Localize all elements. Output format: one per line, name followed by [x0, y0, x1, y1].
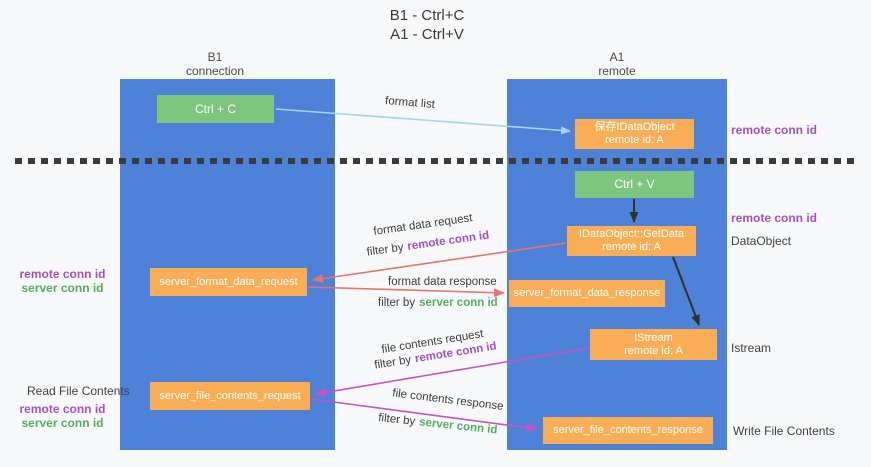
box-save-dataobject-line2: remote id: A	[605, 134, 664, 146]
box-ctrl-v: Ctrl + V	[575, 171, 694, 198]
side-label-server-conn-id-left-1: server conn id	[21, 281, 104, 295]
arrow-file-contents-request	[315, 347, 590, 397]
title-line-2: A1 - Ctrl+V	[390, 26, 464, 43]
server-conn-id-text: server conn id	[419, 297, 498, 309]
box-server-format-data-request-label: server_format_data_request	[159, 275, 298, 288]
side-label-dataobject: DataObject	[731, 234, 792, 248]
side-label-write-file-contents: Write File Contents	[733, 424, 835, 438]
box-server-format-data-response: server_format_data_response	[509, 280, 665, 307]
box-idataobject-getdata-line2: remote id: A	[602, 241, 661, 253]
box-ctrl-c-label: Ctrl + C	[194, 101, 236, 116]
box-save-dataobject-line1: 保存IDataObject	[594, 121, 675, 133]
side-label-server-conn-id-left-2: server conn id	[21, 416, 104, 430]
box-server-file-contents-request-label: server_file_contents_request	[159, 389, 301, 402]
box-idataobject-getdata: IDataObject::GetData remote id: A	[567, 226, 696, 256]
label-format-data-response: format data response	[388, 276, 497, 288]
side-label-istream: Istream	[731, 341, 772, 355]
box-ctrl-c: Ctrl + C	[157, 95, 274, 123]
box-server-file-contents-response: server_file_contents_response	[543, 417, 713, 444]
right-column-header: A1 remote	[567, 50, 667, 78]
box-server-file-contents-response-label: server_file_contents_response	[553, 424, 703, 436]
box-server-format-data-response-label: server_format_data_response	[513, 287, 661, 299]
arrow-format-data-request	[312, 242, 567, 284]
left-column-name: B1	[207, 50, 223, 64]
side-label-remote-conn-id-left-1: remote conn id	[19, 267, 106, 281]
box-istream-line2: remote id: A	[624, 344, 683, 357]
left-column-role: connection	[185, 64, 245, 78]
side-label-remote-conn-id-top: remote conn id	[731, 123, 818, 137]
arrow-file-contents-response	[310, 398, 538, 433]
arrow-format-data-response	[307, 286, 505, 298]
arrow-format-list	[275, 108, 571, 135]
box-ctrl-v-label: Ctrl + V	[614, 177, 655, 191]
left-column-header: B1 connection	[165, 50, 265, 78]
diagram-title: B1 - Ctrl+C A1 - Ctrl+V	[357, 6, 497, 44]
title-line-1: B1 - Ctrl+C	[389, 7, 465, 24]
side-label-remote-conn-id-mid: remote conn id	[731, 211, 818, 225]
box-save-dataobject: 保存IDataObject remote id: A	[575, 119, 694, 149]
box-istream: IStream remote id: A	[590, 329, 717, 360]
box-idataobject-getdata-line1: IDataObject::GetData	[578, 228, 685, 240]
right-column-name: A1	[609, 50, 625, 64]
right-column-role: remote	[598, 64, 636, 78]
side-label-read-file-contents: Read File Contents	[27, 384, 130, 398]
box-istream-line1: IStream	[634, 331, 673, 344]
side-label-remote-conn-id-left-2: remote conn id	[19, 402, 106, 416]
box-server-format-data-request: server_format_data_request	[150, 268, 307, 296]
box-server-file-contents-request: server_file_contents_request	[150, 382, 310, 410]
arrow-getdata-to-istream	[672, 256, 700, 326]
dashed-separator-line	[15, 158, 855, 164]
